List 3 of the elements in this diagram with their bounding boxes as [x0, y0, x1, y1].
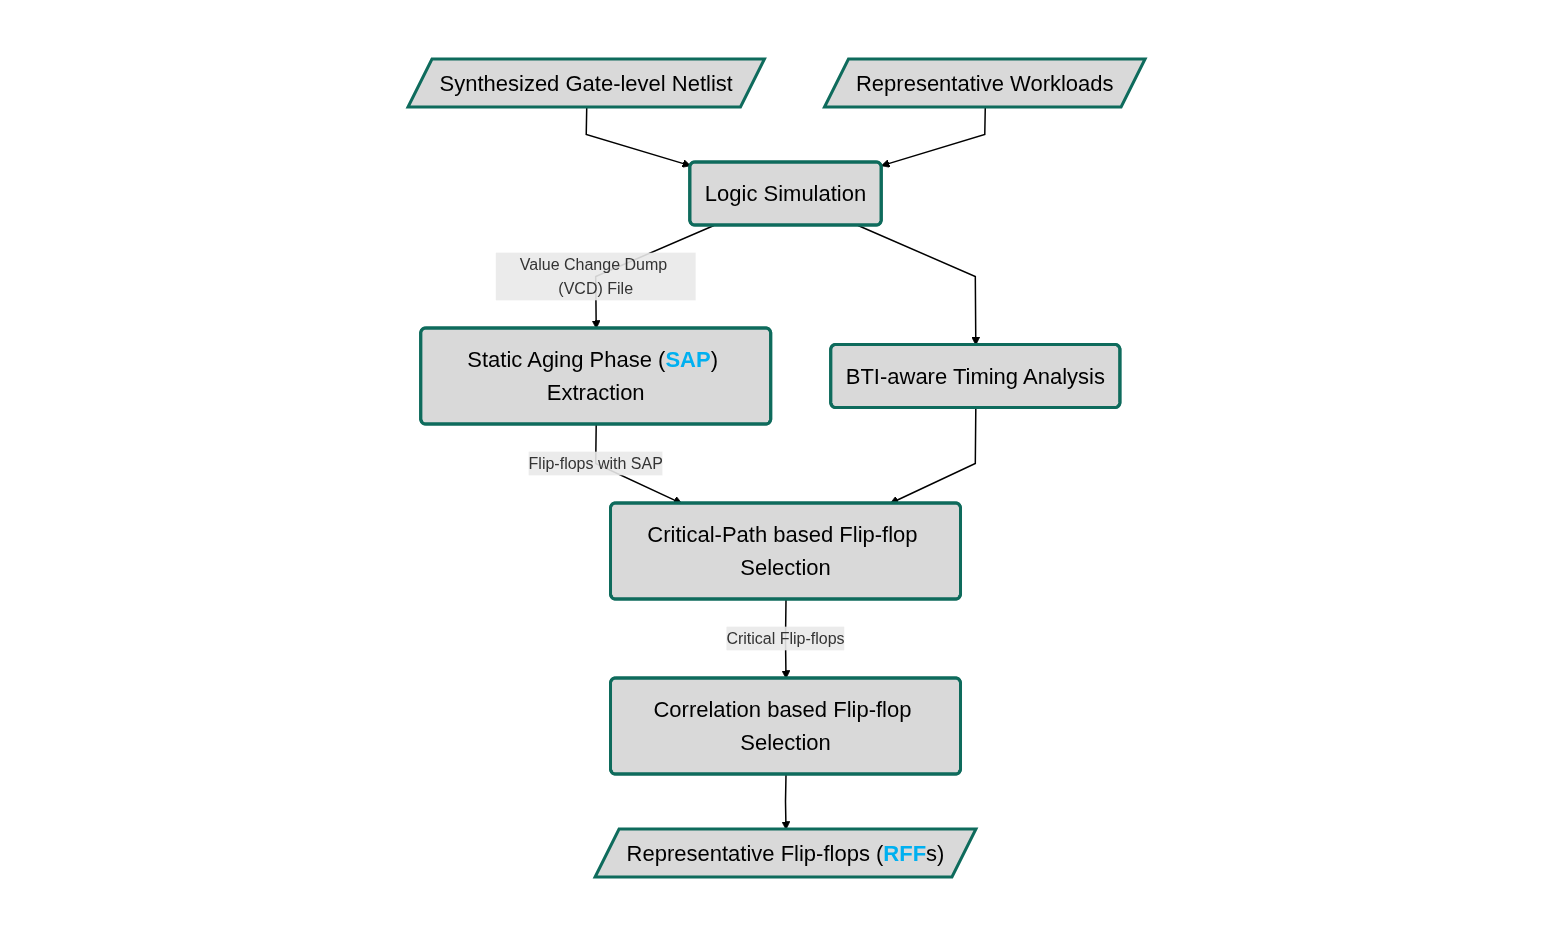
edge-label: Critical Flip-flops — [726, 629, 845, 647]
edge-label: Value Change Dump (VCD) File — [519, 255, 668, 297]
edge-label: Flip-flops with SAP — [528, 454, 663, 472]
